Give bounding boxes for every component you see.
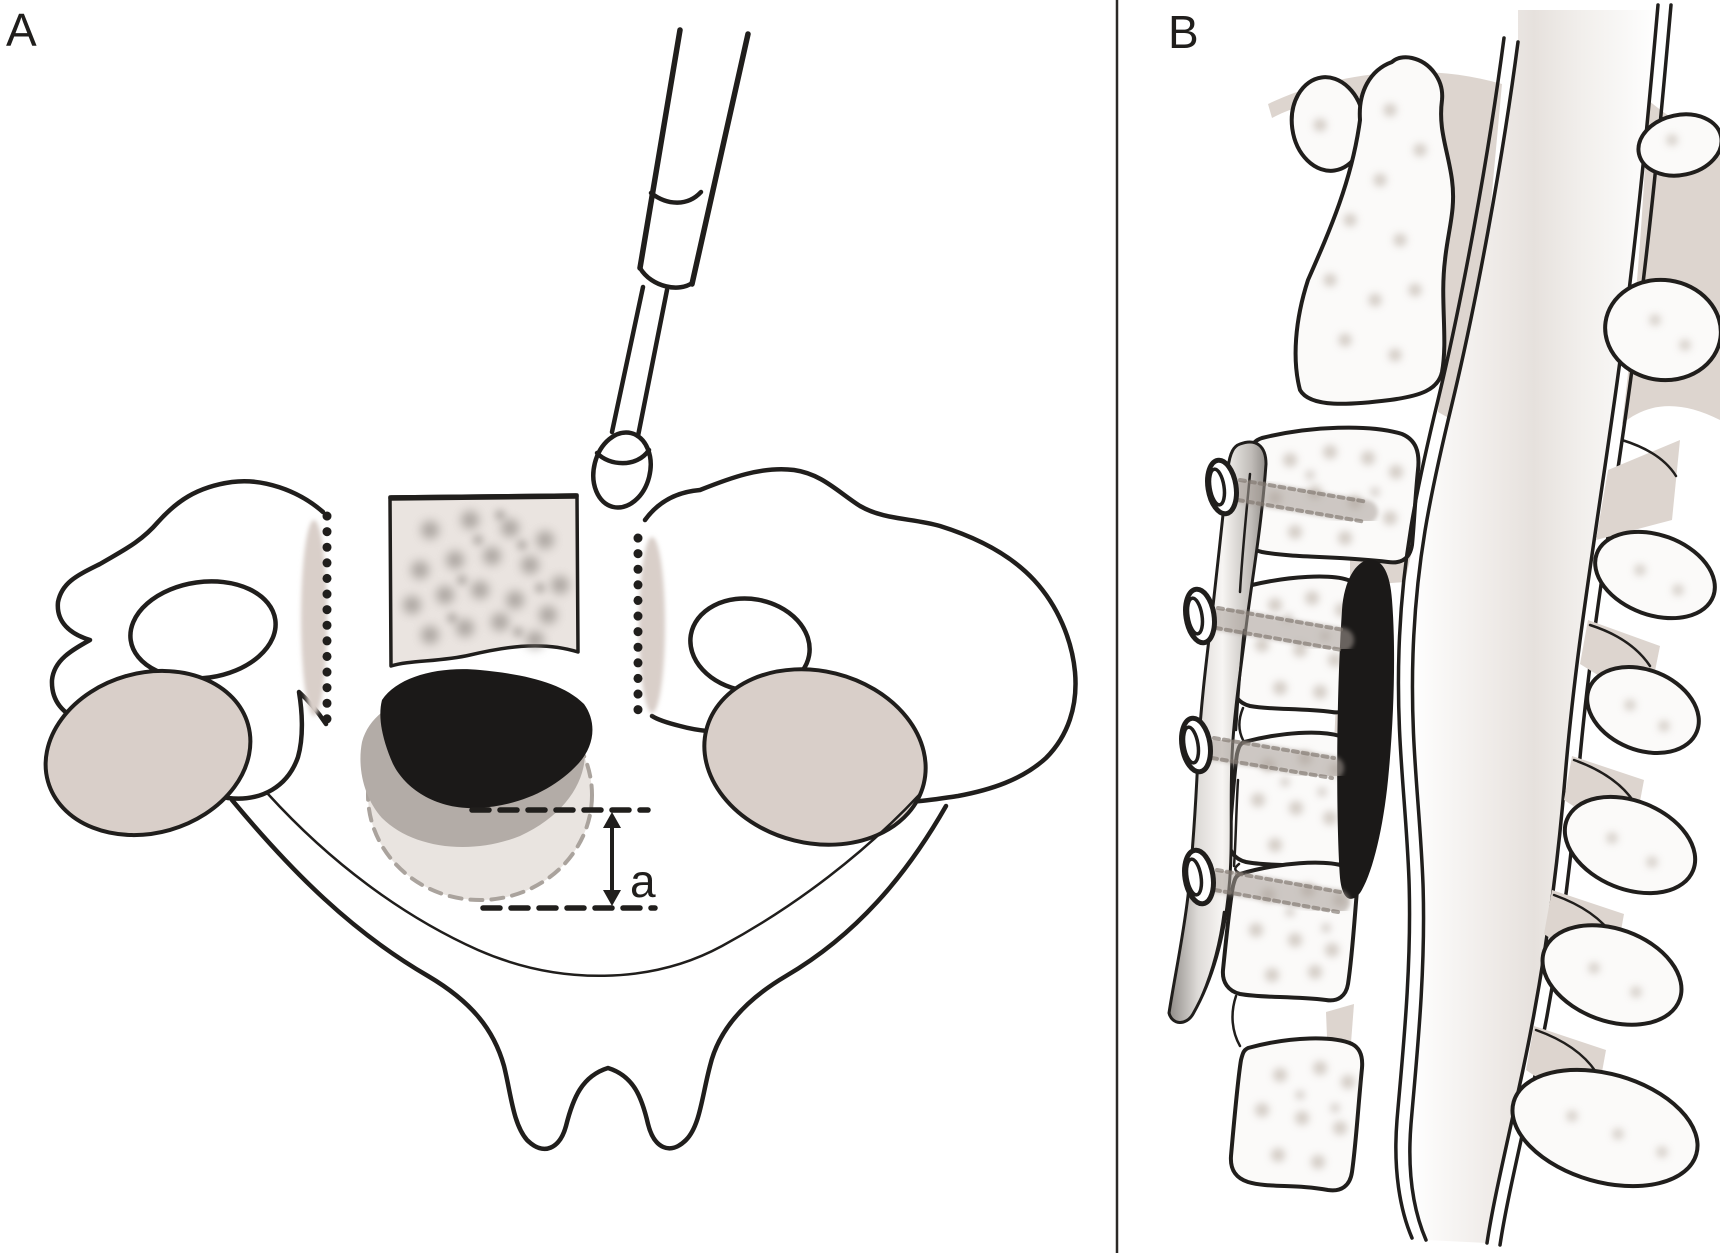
compressed-cord-mass bbox=[380, 669, 593, 809]
drift-measurement: a bbox=[469, 807, 658, 911]
left-lateral-mass-outline bbox=[49, 479, 329, 801]
screw-2-head-inner bbox=[1185, 596, 1205, 636]
graft-top-edge bbox=[388, 493, 579, 501]
spinous-process-2 bbox=[1603, 277, 1720, 383]
screw-2 bbox=[1183, 586, 1354, 652]
drill-shaft bbox=[609, 284, 670, 439]
burr-tip bbox=[591, 430, 653, 510]
graft-speckles bbox=[403, 511, 570, 649]
right-facet-mass bbox=[702, 667, 928, 847]
screw-4-shaft bbox=[1203, 868, 1350, 914]
right-trough-shading bbox=[639, 537, 665, 713]
drift-arrowhead-up bbox=[603, 812, 621, 828]
panel-a: A bbox=[6, 4, 1078, 1152]
drill-collar-line bbox=[648, 189, 704, 205]
posterior-arch-inner-line bbox=[266, 792, 922, 978]
screw-1-shaft bbox=[1226, 478, 1378, 524]
drill-handle-right-edge bbox=[689, 31, 751, 287]
dura-left-inner-line bbox=[1408, 40, 1520, 1242]
plate-highlight-lines bbox=[1200, 472, 1252, 998]
c2-bone-speckles bbox=[1313, 103, 1427, 362]
spinous-process-6 bbox=[1540, 923, 1684, 1027]
screw-3-thread bbox=[1210, 736, 1336, 780]
posterior-wedge-1 bbox=[1596, 440, 1680, 540]
screw-4 bbox=[1182, 847, 1350, 914]
spinous-process-7 bbox=[1510, 1067, 1700, 1189]
screw-3-head-inner bbox=[1181, 725, 1201, 765]
drill-handle-bottom-cap bbox=[637, 265, 695, 290]
left-transverse-foramen bbox=[128, 579, 278, 681]
screw-2-shaft bbox=[1204, 606, 1354, 652]
left-facet-mass bbox=[43, 668, 253, 838]
burr-collar-arc bbox=[594, 447, 652, 466]
screw-3-shaft bbox=[1200, 736, 1344, 780]
measurement-label-a: a bbox=[630, 855, 656, 907]
drift-arrowhead-down bbox=[603, 890, 621, 906]
spinous-process-3 bbox=[1593, 529, 1717, 621]
panel-b-label: B bbox=[1168, 6, 1199, 58]
spinous-process-1 bbox=[1636, 112, 1720, 178]
panel-a-label: A bbox=[6, 4, 37, 56]
spinous-process-5 bbox=[1562, 794, 1698, 896]
opll-mass bbox=[1337, 559, 1395, 899]
screw-4-head-inner bbox=[1184, 857, 1204, 897]
surgical-burr-drill bbox=[591, 27, 751, 510]
screw-2-thread bbox=[1214, 606, 1346, 652]
spinous-process-4 bbox=[1585, 665, 1701, 755]
screw-1-head-inner bbox=[1207, 467, 1227, 507]
c2-vertebra-body bbox=[1293, 55, 1456, 406]
spinous-speckles bbox=[1566, 134, 1691, 1158]
panel-b: B bbox=[1167, 3, 1720, 1247]
left-trough-shading bbox=[301, 520, 327, 716]
graft-block bbox=[388, 493, 580, 668]
posterior-arch-outline bbox=[229, 797, 949, 1152]
screw-3 bbox=[1179, 715, 1344, 780]
screw-1-thread bbox=[1236, 478, 1370, 524]
dura-left-outer-line bbox=[1394, 36, 1506, 1240]
lamina-lines bbox=[1534, 438, 1678, 1074]
graft-speckles-small bbox=[447, 510, 546, 637]
bone-graft bbox=[388, 493, 580, 668]
drill-handle-left-edge bbox=[637, 27, 683, 271]
screw-1 bbox=[1205, 457, 1378, 524]
screw-4-thread bbox=[1213, 868, 1342, 914]
